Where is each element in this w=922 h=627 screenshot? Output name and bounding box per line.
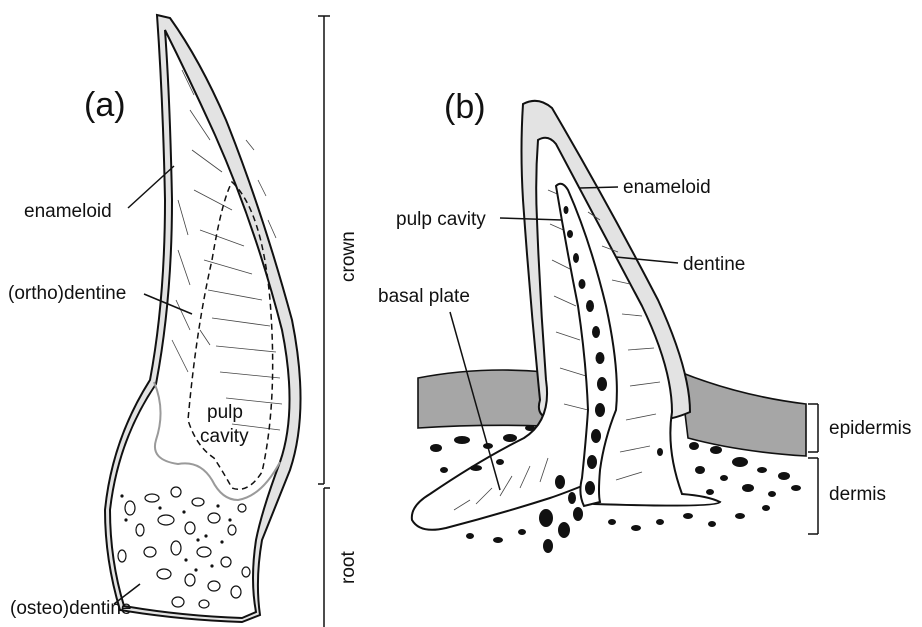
bracket-root [324,488,330,627]
label-dentine-b: dentine [683,254,745,275]
label-root: root [338,551,359,584]
panel-b-label: (b) [444,88,486,126]
leader-enameloid-b [580,187,618,188]
panel-b: (b) enameloid pulp cavity dentine basal … [378,88,911,553]
panel-a-label: (a) [84,86,126,124]
label-basal-plate: basal plate [378,286,470,307]
label-enameloid-b: enameloid [623,177,711,198]
label-pulp-a-line1: pulp [207,402,243,423]
bracket-dermis [808,458,818,534]
label-epidermis: epidermis [829,418,911,439]
label-dermis: dermis [829,484,886,505]
label-crown: crown [338,231,359,282]
label-enameloid-a: enameloid [24,201,112,222]
label-pulp-a-line2: cavity [200,426,249,447]
bracket-epidermis [808,404,818,452]
bracket-crown [318,16,330,484]
panel-a: (a) enameloid (ortho)dentine pulp cavity… [8,15,359,627]
label-osteodentine: (osteo)dentine [10,598,131,619]
panel-b-epidermis-band-right [680,372,806,456]
label-orthodentine: (ortho)dentine [8,283,126,304]
panel-b-epidermis-band [418,370,546,428]
label-pulp-cavity-b: pulp cavity [396,209,486,230]
